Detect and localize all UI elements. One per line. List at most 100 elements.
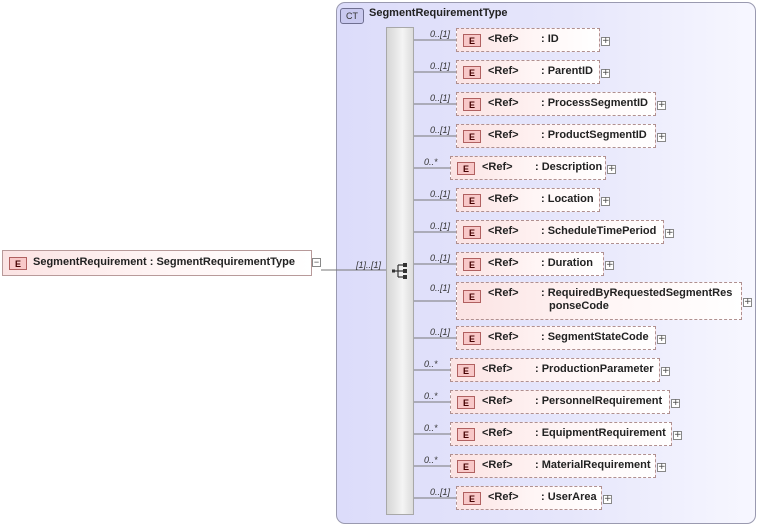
expand-toggle[interactable]: +	[601, 36, 610, 46]
element-cardinality: 0..[1]	[430, 61, 451, 71]
element-cardinality: 0..*	[424, 391, 438, 401]
ref-label: <Ref>	[488, 225, 519, 237]
ref-label: <Ref>	[482, 427, 513, 439]
element-badge: E	[463, 332, 481, 345]
element-badge: E	[457, 428, 475, 441]
element-name: : ProcessSegmentID	[541, 97, 648, 109]
element-badge: E	[9, 257, 27, 270]
element-badge: E	[463, 66, 481, 79]
ref-label: <Ref>	[482, 161, 513, 173]
element-name: : ProductionParameter	[535, 363, 654, 375]
element-ref[interactable]: E <Ref> : PersonnelRequirement	[450, 390, 670, 414]
element-name: : EquipmentRequirement	[535, 427, 666, 439]
element-name: : PersonnelRequirement	[535, 395, 663, 407]
ref-label: <Ref>	[488, 287, 519, 299]
root-element-label: SegmentRequirement : SegmentRequirementT…	[33, 256, 296, 268]
ref-label: <Ref>	[488, 97, 519, 109]
expand-toggle[interactable]: +	[657, 100, 666, 110]
element-badge: E	[463, 34, 481, 47]
element-ref[interactable]: E <Ref> : MaterialRequirement	[450, 454, 656, 478]
element-ref[interactable]: E <Ref> : Duration	[456, 252, 604, 276]
element-cardinality: 0..[1]	[430, 189, 451, 199]
expand-toggle[interactable]: +	[605, 260, 614, 270]
element-cardinality: 0..[1]	[430, 29, 451, 39]
ref-label: <Ref>	[488, 65, 519, 77]
expand-toggle[interactable]: +	[671, 398, 680, 408]
element-badge: E	[463, 492, 481, 505]
expand-toggle[interactable]: +	[657, 462, 666, 472]
element-name: : ProductSegmentID	[541, 129, 647, 141]
expand-toggle[interactable]: +	[601, 68, 610, 78]
element-cardinality: 0..[1]	[430, 221, 451, 231]
element-cardinality: 0..*	[424, 455, 438, 465]
ref-label: <Ref>	[482, 459, 513, 471]
expand-toggle[interactable]: +	[673, 430, 682, 440]
expand-toggle[interactable]: +	[661, 366, 670, 376]
element-name: : UserArea	[541, 491, 597, 503]
element-name: : ScheduleTimePeriod	[541, 225, 657, 237]
element-ref[interactable]: E <Ref> : ParentID	[456, 60, 600, 84]
element-ref[interactable]: E <Ref> : EquipmentRequirement	[450, 422, 672, 446]
element-name: : Duration	[541, 257, 593, 269]
element-name-continued: ponseCode	[549, 300, 609, 312]
ref-label: <Ref>	[482, 363, 513, 375]
element-name: : Description	[535, 161, 603, 173]
element-badge: E	[457, 460, 475, 473]
ref-label: <Ref>	[482, 395, 513, 407]
ref-label: <Ref>	[488, 33, 519, 45]
element-ref[interactable]: E <Ref> : Description	[450, 156, 606, 180]
element-name: : SegmentStateCode	[541, 331, 649, 343]
element-badge: E	[463, 194, 481, 207]
element-cardinality: 0..*	[424, 359, 438, 369]
element-ref[interactable]: E <Ref> : Location	[456, 188, 600, 212]
element-badge: E	[463, 226, 481, 239]
element-ref[interactable]: E <Ref> : UserArea	[456, 486, 602, 510]
sequence-cardinality: [1]..[1]	[356, 260, 382, 270]
ref-label: <Ref>	[488, 491, 519, 503]
element-badge: E	[463, 258, 481, 271]
complex-type-badge: CT	[340, 8, 364, 24]
element-ref[interactable]: E <Ref> : ProductionParameter	[450, 358, 660, 382]
expand-toggle[interactable]: +	[657, 334, 666, 344]
element-badge: E	[457, 396, 475, 409]
element-ref[interactable]: E <Ref> : ProductSegmentID	[456, 124, 656, 148]
element-badge: E	[457, 162, 475, 175]
element-ref[interactable]: E <Ref> : SegmentStateCode	[456, 326, 656, 350]
complex-type-title: SegmentRequirementType	[369, 7, 508, 19]
element-badge: E	[463, 98, 481, 111]
element-ref[interactable]: E <Ref> : ProcessSegmentID	[456, 92, 656, 116]
expand-toggle[interactable]: +	[743, 297, 752, 307]
element-ref[interactable]: E <Ref> : ScheduleTimePeriod	[456, 220, 664, 244]
element-cardinality: 0..[1]	[430, 93, 451, 103]
element-badge: E	[463, 290, 481, 303]
element-cardinality: 0..*	[424, 157, 438, 167]
expand-toggle[interactable]: +	[607, 164, 616, 174]
element-badge: E	[463, 130, 481, 143]
expand-toggle[interactable]: +	[603, 494, 612, 504]
element-name: : ParentID	[541, 65, 593, 77]
element-name: : ID	[541, 33, 559, 45]
ref-label: <Ref>	[488, 331, 519, 343]
collapse-toggle[interactable]: −	[312, 257, 321, 267]
root-element[interactable]: E SegmentRequirement : SegmentRequiremen…	[2, 250, 312, 276]
element-cardinality: 0..[1]	[430, 283, 451, 293]
element-cardinality: 0..[1]	[430, 327, 451, 337]
ref-label: <Ref>	[488, 193, 519, 205]
expand-toggle[interactable]: +	[665, 228, 674, 238]
element-cardinality: 0..[1]	[430, 125, 451, 135]
element-ref[interactable]: E <Ref> : ID	[456, 28, 600, 52]
sequence-icon	[392, 263, 407, 279]
element-cardinality: 0..*	[424, 423, 438, 433]
element-cardinality: 0..[1]	[430, 487, 451, 497]
element-badge: E	[457, 364, 475, 377]
element-name: : MaterialRequirement	[535, 459, 651, 471]
ref-label: <Ref>	[488, 129, 519, 141]
element-name: : Location	[541, 193, 594, 205]
expand-toggle[interactable]: +	[601, 196, 610, 206]
ref-label: <Ref>	[488, 257, 519, 269]
expand-toggle[interactable]: +	[657, 132, 666, 142]
element-name: : RequiredByRequestedSegmentRes	[541, 287, 733, 299]
element-cardinality: 0..[1]	[430, 253, 451, 263]
